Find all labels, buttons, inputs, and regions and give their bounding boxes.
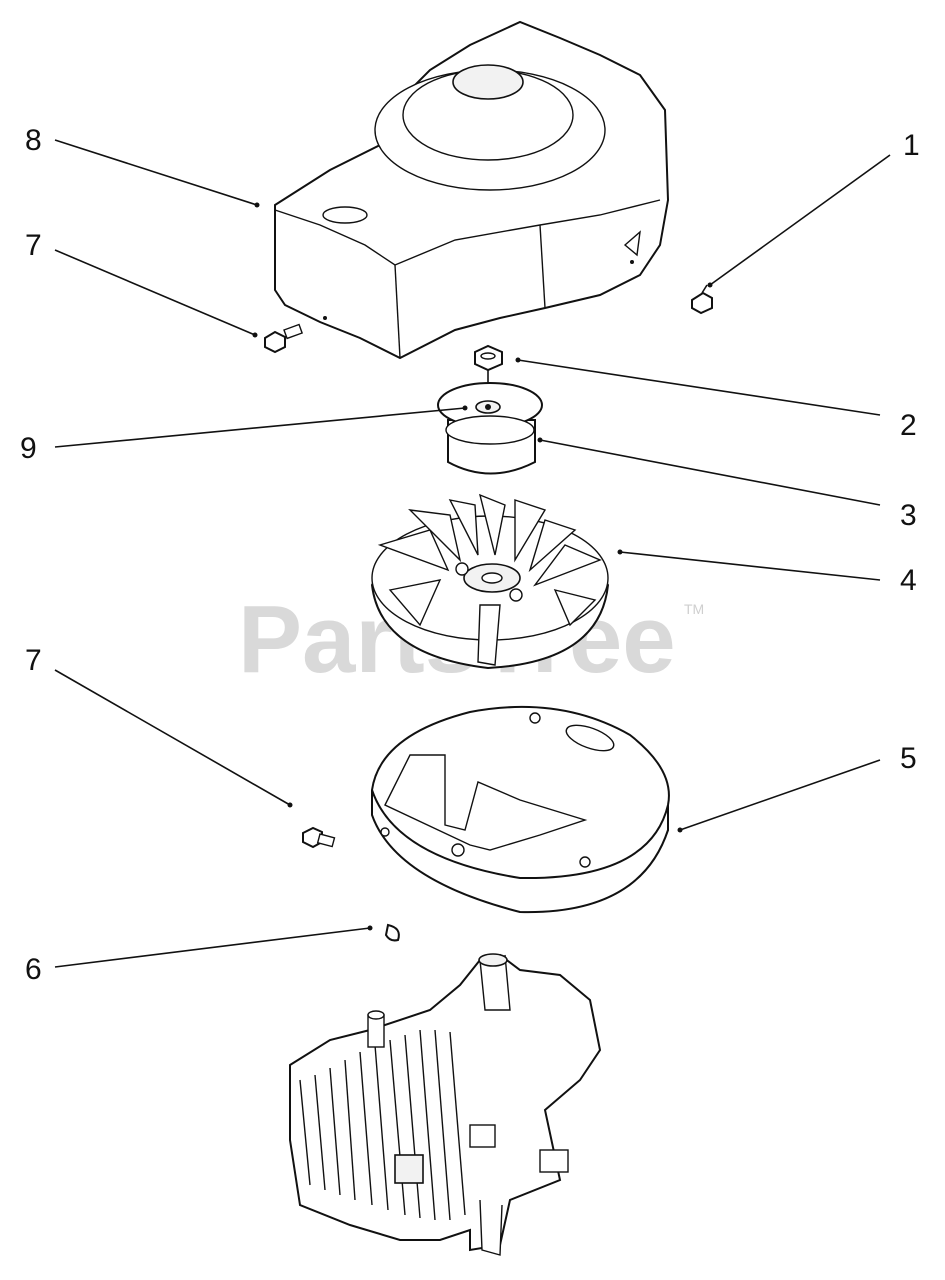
callout-6: 6 (25, 953, 42, 986)
screw-part-7-upper (264, 323, 304, 354)
leader-lines (54, 139, 891, 968)
leader-line-8 (54, 139, 258, 206)
callout-labels: 1 2 3 4 5 6 7 7 8 9 (20, 124, 920, 986)
callout-9: 9 (20, 432, 37, 465)
starter-cup-part-3 (437, 382, 543, 475)
engine-block (289, 953, 602, 1256)
callout-3: 3 (900, 499, 917, 532)
leader-line-9 (54, 407, 466, 448)
blower-housing (274, 20, 670, 360)
nut-part-2 (474, 344, 503, 405)
leader-line-7-lower (54, 669, 291, 806)
leader-line-1 (709, 154, 891, 286)
callout-7-lower: 7 (25, 644, 42, 677)
screw-part-7-lower (302, 826, 336, 849)
callout-8: 8 (25, 124, 42, 157)
callout-7-upper: 7 (25, 229, 42, 262)
leader-line-2 (517, 359, 881, 416)
callout-4: 4 (900, 564, 917, 597)
key-part-6 (384, 923, 400, 942)
leader-line-7-upper (54, 249, 256, 336)
leader-line-4 (619, 551, 881, 581)
callout-2: 2 (900, 409, 917, 442)
screw-part-1 (691, 284, 713, 315)
callout-1: 1 (903, 129, 920, 162)
watermark-trademark: TM (684, 601, 704, 617)
flywheel-part-4 (370, 493, 610, 670)
base-plate-part-5 (370, 705, 670, 914)
callout-5: 5 (900, 742, 917, 775)
leader-line-3 (539, 439, 881, 506)
leader-line-6 (54, 927, 371, 968)
leader-line-5 (679, 759, 881, 831)
